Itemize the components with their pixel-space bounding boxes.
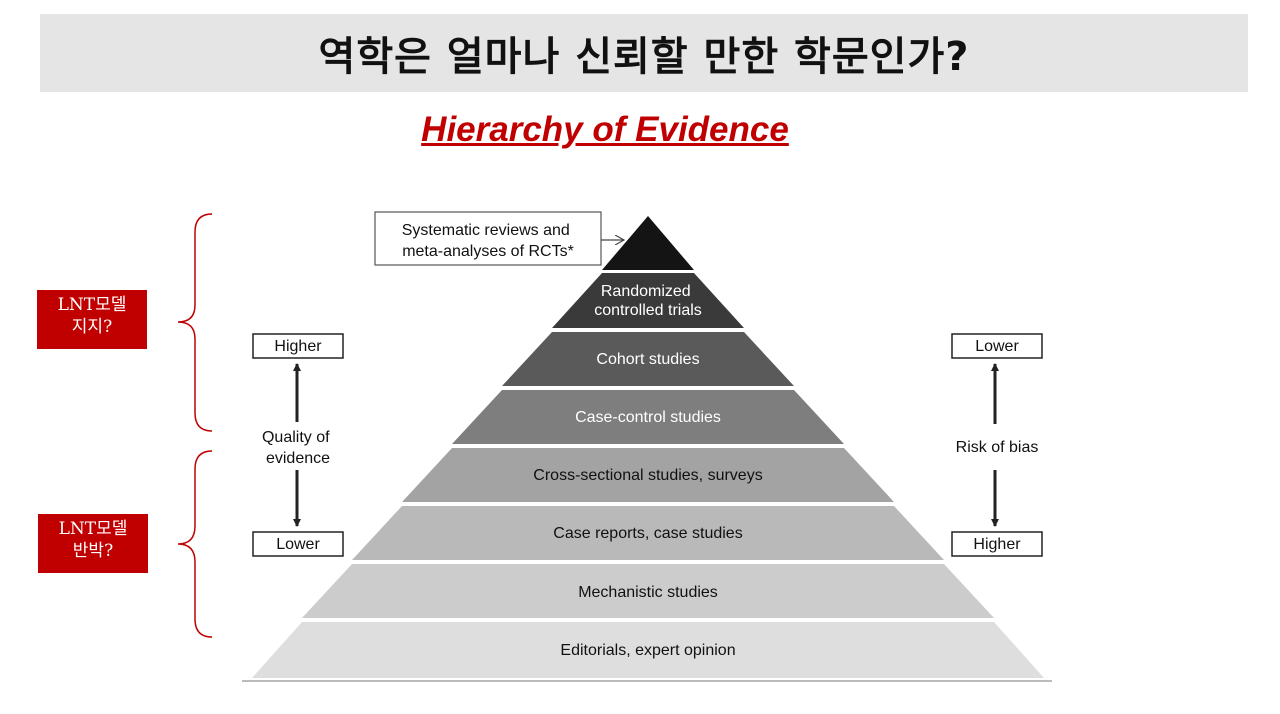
bias-lower-box xyxy=(951,333,1043,359)
lnt-refute-label: LNT모델 반박? xyxy=(38,514,148,573)
pyramid-level-1: Randomized controlled trials xyxy=(552,273,744,328)
pyramid-level-3-label: Case-control studies xyxy=(575,409,721,426)
bias-higher-label: Higher xyxy=(973,536,1021,553)
page-title: 역학은 얼마나 신뢰할 만한 학문인가? xyxy=(318,34,970,80)
apex-callout-line-2: meta-analyses of RCTs* xyxy=(402,243,574,260)
apex-callout-line-1: Systematic reviews and xyxy=(402,222,570,239)
pyramid-level-7: Editorials, expert opinion xyxy=(252,622,1044,678)
pyramid-level-2-label: Cohort studies xyxy=(596,351,699,368)
pyramid-level-6-label: Mechanistic studies xyxy=(578,584,718,601)
quality-higher-box xyxy=(252,333,344,359)
bias-axis: Lower Risk of bias Higher xyxy=(951,333,1043,557)
diagram-subtitle: Hierarchy of Evidence xyxy=(421,110,789,149)
quality-lower-box xyxy=(252,531,344,557)
pyramid-level-7-label: Editorials, expert opinion xyxy=(560,642,735,659)
brace-lower xyxy=(177,450,213,638)
quality-axis: Higher Quality of evidence Lower xyxy=(252,333,344,557)
quality-axis-label: Quality of evidence xyxy=(262,429,334,467)
pyramid-level-7-band xyxy=(252,622,1044,678)
pyramid-level-2-band xyxy=(502,332,794,386)
quality-axis-label-line-1: Quality of xyxy=(262,429,330,446)
quality-higher-label: Higher xyxy=(274,338,322,355)
quality-axis-label-line-2: evidence xyxy=(266,450,330,467)
apex-callout-text: Systematic reviews and meta-analyses of … xyxy=(402,222,575,260)
title-bar: 역학은 얼마나 신뢰할 만한 학문인가? xyxy=(40,14,1248,92)
quality-lower-label: Lower xyxy=(276,536,320,553)
pyramid-level-2: Cohort studies xyxy=(502,332,794,386)
lnt-refute-label-line-1: LNT모델 xyxy=(58,519,128,539)
lnt-support-label-line-1: LNT모델 xyxy=(57,295,127,315)
bias-lower-label: Lower xyxy=(975,338,1019,355)
bias-axis-label: Risk of bias xyxy=(956,439,1039,456)
pyramid-level-3: Case-control studies xyxy=(452,390,844,444)
bias-higher-box xyxy=(951,531,1043,557)
pyramid-level-4-band xyxy=(402,448,894,502)
brace-upper xyxy=(177,213,213,432)
pyramid-level-5: Case reports, case studies xyxy=(352,506,944,560)
apex-callout-box xyxy=(374,211,602,266)
pyramid-level-4: Cross-sectional studies, surveys xyxy=(402,448,894,502)
pyramid-level-5-band xyxy=(352,506,944,560)
pyramid-level-3-band xyxy=(452,390,844,444)
pyramid-level-1-label: Randomized controlled trials xyxy=(594,283,702,319)
pyramid-level-5-label: Case reports, case studies xyxy=(553,525,742,542)
pyramid-level-6-band xyxy=(302,564,994,618)
pyramid-level-1-label-line-2: controlled trials xyxy=(594,302,702,319)
pyramid-level-1-band xyxy=(552,273,744,328)
pyramid-level-1-label-line-1: Randomized xyxy=(601,283,691,300)
lnt-refute-label-line-2: 반박? xyxy=(72,541,114,561)
pyramid-apex xyxy=(602,216,694,270)
apex-callout: Systematic reviews and meta-analyses of … xyxy=(374,211,624,266)
lnt-support-label: LNT모델 지지? xyxy=(37,290,147,349)
pyramid-level-4-label: Cross-sectional studies, surveys xyxy=(533,467,762,484)
pyramid-level-6: Mechanistic studies xyxy=(302,564,994,618)
lnt-support-label-line-2: 지지? xyxy=(71,317,113,337)
